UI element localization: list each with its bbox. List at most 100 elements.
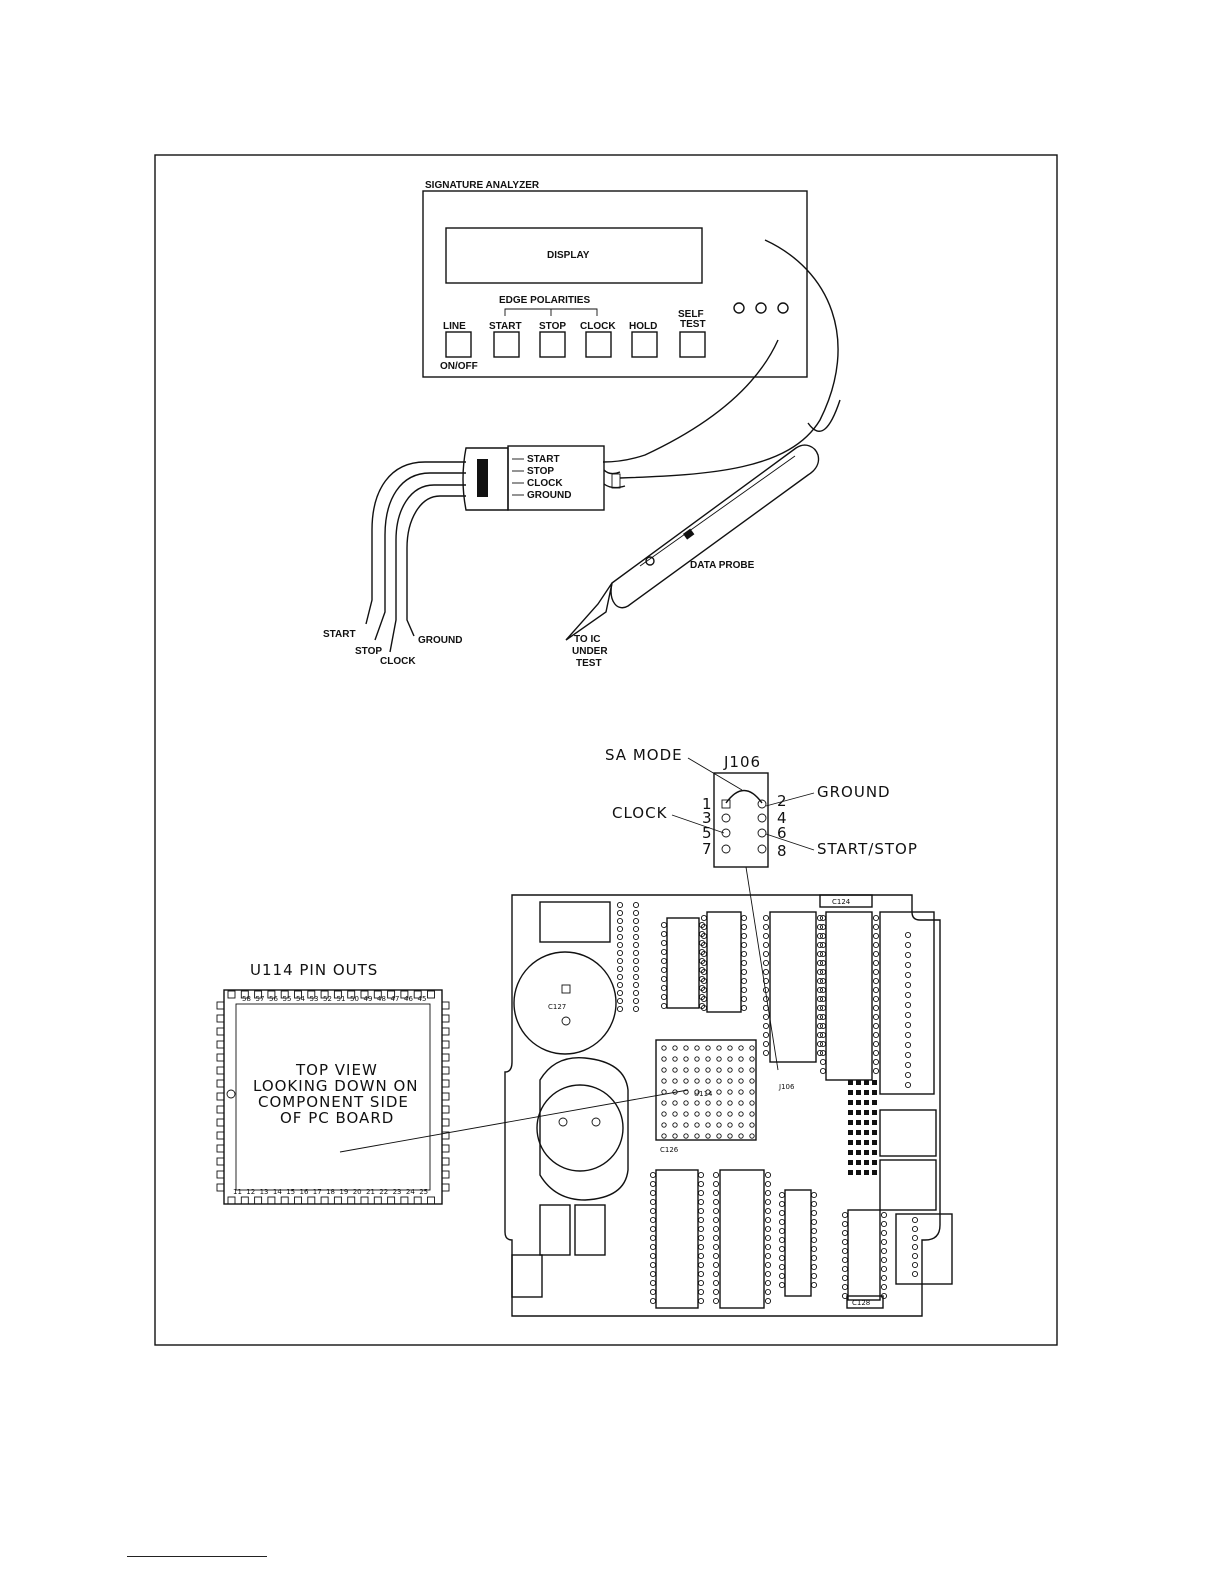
- board-hole: [632, 941, 640, 949]
- board-hole: [762, 1004, 770, 1012]
- hold-button[interactable]: [631, 331, 658, 358]
- start-button[interactable]: [493, 331, 520, 358]
- board-hole: [660, 930, 668, 938]
- u114-pad-bottom: [347, 1196, 356, 1205]
- board-hole: [762, 995, 770, 1003]
- u114-socket-hole: [716, 1056, 722, 1062]
- board-hole: [762, 932, 770, 940]
- j106-pin-8: [757, 844, 767, 854]
- u114-socket-hole: [716, 1122, 722, 1128]
- u114-socket-hole: [738, 1089, 744, 1095]
- j106-pin-label-6: 6: [777, 824, 788, 842]
- u114-socket-hole: [661, 1133, 667, 1139]
- board-hole: [660, 948, 668, 956]
- j106-pin-5: [721, 828, 731, 838]
- board-hole: [700, 986, 708, 994]
- u114-location-leader: [339, 1089, 689, 1153]
- board-hole: [649, 1216, 657, 1224]
- cap-c124: [819, 894, 873, 908]
- u114-bottom-pin-label: 24: [406, 1188, 415, 1196]
- board-hole: [700, 959, 708, 967]
- board-hole: [764, 1171, 772, 1179]
- transistor-pin-2: [591, 1117, 601, 1127]
- board-hole: [764, 1216, 772, 1224]
- u114-socket-hole: [705, 1089, 711, 1095]
- sa-mode-label: SA MODE: [605, 746, 683, 764]
- u114-pad-left: [216, 1066, 225, 1075]
- u114-pad-top: [280, 990, 289, 999]
- board-hole: [810, 1191, 818, 1199]
- u114-pad-right: [441, 1053, 450, 1062]
- u114-socket-hole: [705, 1078, 711, 1084]
- board-hole: [819, 950, 827, 958]
- sa-mode-leader: [687, 757, 743, 791]
- stop-button-label: STOP: [539, 321, 566, 332]
- j106-pin-label-8: 8: [777, 842, 788, 860]
- lead-ground-label: GROUND: [418, 635, 462, 646]
- board-hole: [649, 1207, 657, 1215]
- board-hole: [764, 1288, 772, 1296]
- u114-bottom-pin-label: 11: [233, 1188, 242, 1196]
- u114-top-pin-label: 50: [350, 995, 359, 1003]
- self-test-label-1: SELF: [678, 309, 704, 320]
- u114-socket-hole: [716, 1111, 722, 1117]
- edge-polarities-bracket: [504, 308, 598, 316]
- board-hole: [660, 1002, 668, 1010]
- board-ref-u114: U114: [694, 1090, 713, 1098]
- board-hole: [762, 1031, 770, 1039]
- u114-pad-right: [441, 1040, 450, 1049]
- u114-pad-bottom: [413, 1196, 422, 1205]
- u114-socket-hole: [661, 1089, 667, 1095]
- board-hole: [712, 1243, 720, 1251]
- u114-socket-hole: [727, 1111, 733, 1117]
- pc-board: U114 C124 J106 C127 C126 C128: [504, 894, 953, 1317]
- clock-button[interactable]: [585, 331, 612, 358]
- board-hole: [697, 1207, 705, 1215]
- u114-pad-right: [441, 1066, 450, 1075]
- probe-grip-line: [639, 455, 796, 567]
- board-hole: [904, 991, 912, 999]
- u114-socket-hole: [705, 1045, 711, 1051]
- u114-socket-hole: [705, 1056, 711, 1062]
- board-hole: [778, 1227, 786, 1235]
- board-hole: [810, 1218, 818, 1226]
- test-pod: START STOP CLOCK GROUND START STOP CLOCK…: [323, 445, 626, 667]
- board-hole: [778, 1209, 786, 1217]
- board-hole: [880, 1220, 888, 1228]
- line-button[interactable]: [445, 331, 472, 358]
- display-label: DISPLAY: [547, 250, 590, 261]
- u114-socket-hole: [716, 1078, 722, 1084]
- board-hole: [819, 941, 827, 949]
- board-hole: [810, 1227, 818, 1235]
- board-hole: [700, 977, 708, 985]
- stop-button[interactable]: [539, 331, 566, 358]
- board-hole: [712, 1225, 720, 1233]
- board-pad: [864, 1120, 869, 1125]
- board-hole: [698, 993, 706, 1001]
- self-test-button[interactable]: [679, 331, 706, 358]
- board-hole: [632, 925, 640, 933]
- board-hole: [904, 951, 912, 959]
- board-hole: [841, 1265, 849, 1273]
- ic-u118: [847, 1209, 881, 1301]
- probe-tip-label-3: TEST: [576, 658, 602, 669]
- u114-bottom-pin-label: 12: [246, 1188, 255, 1196]
- board-hole: [810, 1281, 818, 1289]
- u114-pad-left: [216, 1040, 225, 1049]
- u114-socket-hole: [716, 1067, 722, 1073]
- board-hole: [649, 1180, 657, 1188]
- ic-u108-top: [539, 901, 611, 943]
- board-pad: [848, 1110, 853, 1115]
- board-hole: [904, 1011, 912, 1019]
- board-hole: [764, 1252, 772, 1260]
- board-hole: [740, 968, 748, 976]
- board-hole: [819, 932, 827, 940]
- u114-bottom-pin-label: 13: [260, 1188, 269, 1196]
- u114-pad-left: [216, 1014, 225, 1023]
- u114-socket-hole: [694, 1133, 700, 1139]
- board-pad: [856, 1170, 861, 1175]
- probe-button: [645, 556, 655, 566]
- board-hole: [697, 1297, 705, 1305]
- u114-bottom-pin-label: 14: [273, 1188, 282, 1196]
- lead-stop-label: STOP: [355, 646, 382, 657]
